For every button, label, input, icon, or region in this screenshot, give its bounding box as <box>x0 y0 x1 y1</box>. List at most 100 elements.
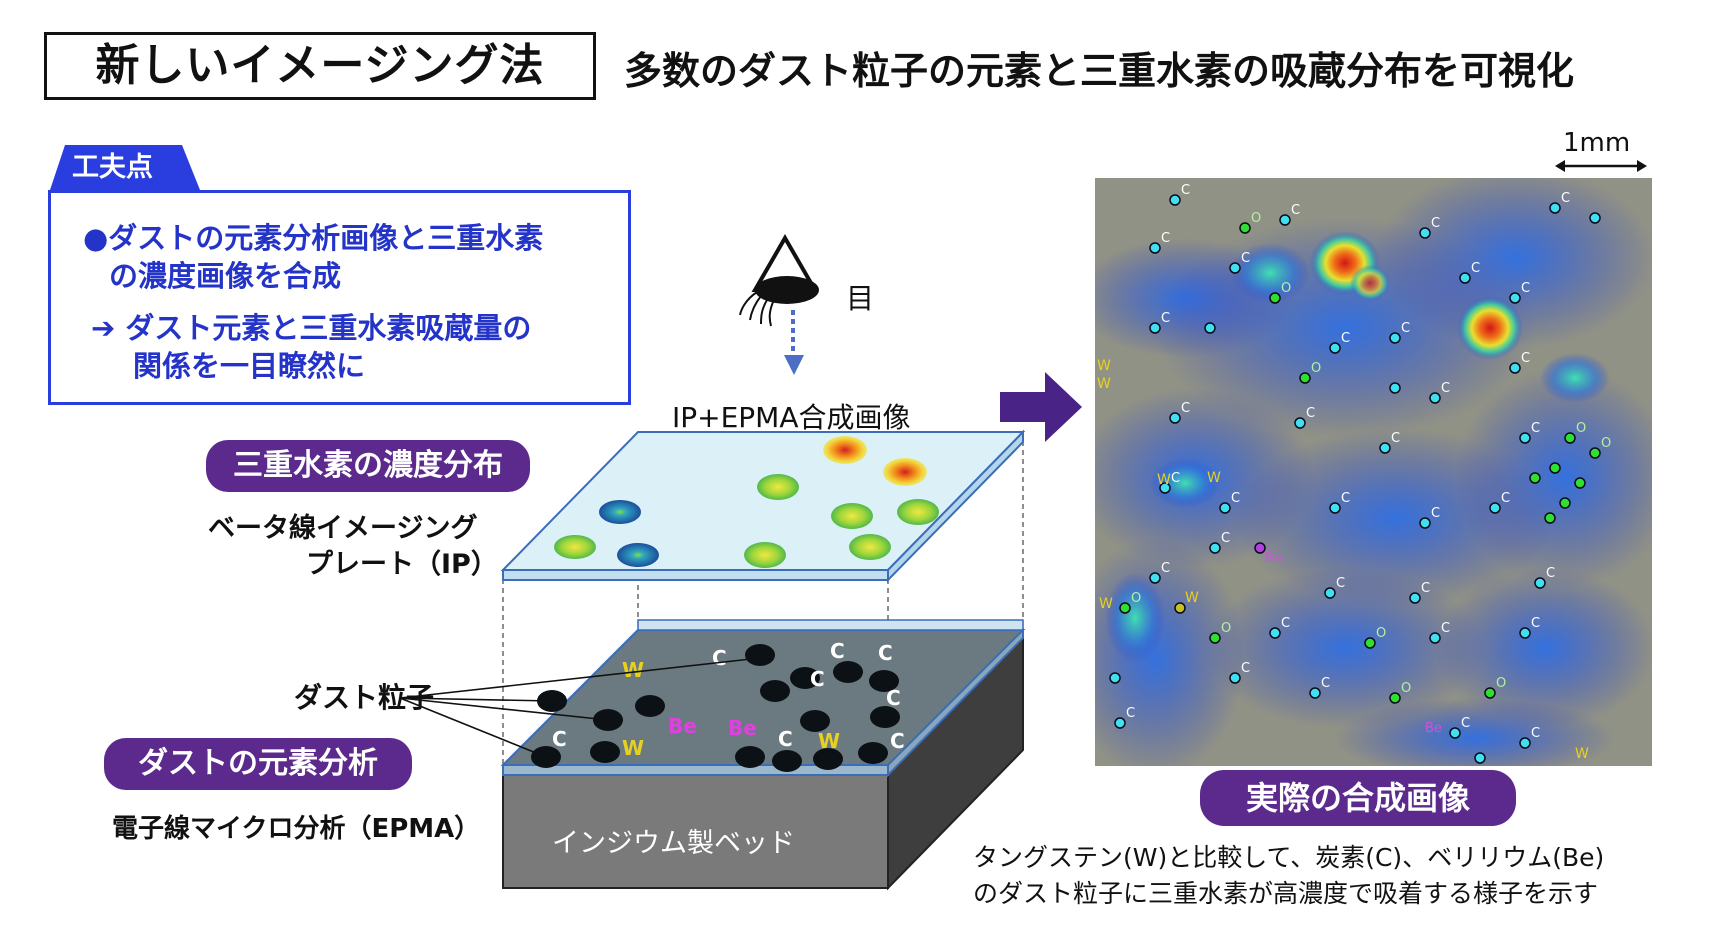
svg-text:C: C <box>1161 561 1170 576</box>
element-analysis-pill: ダストの元素分析 <box>104 738 412 790</box>
svg-text:C: C <box>1321 676 1330 691</box>
svg-text:C: C <box>1341 331 1350 346</box>
element-tag-c: C <box>712 646 727 670</box>
kufu-bullet2-line1: ➔ ダスト元素と三重水素吸蔵量の <box>91 305 531 347</box>
svg-text:C: C <box>1241 661 1250 676</box>
svg-text:O: O <box>1376 626 1386 641</box>
element-tag-c: C <box>886 686 901 710</box>
svg-text:O: O <box>1251 211 1261 226</box>
dust-particle <box>760 680 790 702</box>
ip-spot <box>744 542 786 568</box>
svg-text:C: C <box>1531 616 1540 631</box>
page-title: 新しいイメージング法 <box>44 32 596 100</box>
ip-spot <box>617 543 659 567</box>
element-tag-be: Be <box>728 716 757 740</box>
kufu-tab: 工夫点 <box>50 145 200 190</box>
scale-bar <box>1555 158 1647 174</box>
svg-text:C: C <box>1126 706 1135 721</box>
dust-particle <box>635 695 665 717</box>
svg-text:O: O <box>1576 421 1586 436</box>
result-caption-line1: タングステン(W)と比較して、炭素(C)、ベリリウム(Be) <box>973 838 1604 874</box>
element-tag-c: C <box>552 727 567 751</box>
ip-spot <box>554 535 596 559</box>
eye-arrow-head <box>784 355 804 377</box>
svg-text:O: O <box>1221 621 1231 636</box>
layered-diagram: W C C C C C Be Be C W C W C インジウム製ベッド <box>400 420 1040 900</box>
ip-spot <box>897 499 939 525</box>
svg-text:C: C <box>1341 491 1350 506</box>
svg-text:C: C <box>1441 381 1450 396</box>
svg-text:C: C <box>1431 506 1440 521</box>
kufu-bullet1-line2: の濃度画像を合成 <box>109 253 341 295</box>
svg-text:C: C <box>1181 401 1190 416</box>
ip-spot <box>599 500 641 524</box>
svg-text:C: C <box>1546 566 1555 581</box>
svg-text:W: W <box>1157 472 1171 488</box>
scale-label: 1mm <box>1563 128 1630 158</box>
svg-text:O: O <box>1601 436 1611 451</box>
svg-text:Be: Be <box>1425 721 1442 736</box>
kufu-bullet2-line2: 関係を一目瞭然に <box>133 343 365 385</box>
svg-text:C: C <box>1531 726 1540 741</box>
svg-text:W: W <box>1575 746 1589 762</box>
svg-text:W: W <box>1185 590 1199 606</box>
dust-particle <box>735 746 765 768</box>
ip-spot <box>883 458 927 486</box>
element-tag-be: Be <box>668 714 697 738</box>
eye-icon <box>735 230 835 360</box>
dust-particle <box>772 750 802 772</box>
svg-text:O: O <box>1401 681 1411 696</box>
svg-text:C: C <box>1521 351 1530 366</box>
element-tag-c: C <box>778 727 793 751</box>
element-tag-w: W <box>622 658 644 682</box>
svg-text:C: C <box>1281 616 1290 631</box>
svg-text:C: C <box>1221 531 1230 546</box>
dust-particle <box>858 742 888 764</box>
svg-text:O: O <box>1281 281 1291 296</box>
element-tag-c: C <box>810 667 825 691</box>
ip-spot <box>823 436 867 464</box>
element-tag-w: W <box>622 736 644 760</box>
svg-text:C: C <box>1181 183 1190 198</box>
svg-text:C: C <box>1171 471 1180 486</box>
dust-particle <box>745 644 775 666</box>
svg-text:C: C <box>1241 251 1250 266</box>
svg-text:C: C <box>1336 576 1345 591</box>
svg-text:C: C <box>1521 281 1530 296</box>
svg-text:C: C <box>1441 621 1450 636</box>
svg-text:W: W <box>1207 470 1221 486</box>
dust-particle <box>833 661 863 683</box>
svg-text:C: C <box>1401 321 1410 336</box>
svg-text:C: C <box>1161 231 1170 246</box>
svg-text:W: W <box>1099 596 1113 612</box>
ip-spot <box>831 503 873 529</box>
element-tag-c: C <box>830 639 845 663</box>
svg-text:O: O <box>1496 676 1506 691</box>
svg-text:C: C <box>1391 431 1400 446</box>
element-tag-c: C <box>878 641 893 665</box>
kufu-box: ●ダストの元素分析画像と三重水素 の濃度画像を合成 ➔ ダスト元素と三重水素吸蔵… <box>48 190 631 405</box>
svg-text:W: W <box>1097 358 1111 374</box>
svg-text:C: C <box>1461 716 1470 731</box>
svg-text:C: C <box>1561 191 1570 206</box>
svg-text:C: C <box>1161 311 1170 326</box>
eye-label: 目 <box>846 277 874 317</box>
svg-text:C: C <box>1471 261 1480 276</box>
kufu-bullet1-line1: ●ダストの元素分析画像と三重水素 <box>83 215 543 257</box>
svg-text:O: O <box>1311 361 1321 376</box>
result-caption-line2: のダスト粒子に三重水素が高濃度で吸着する様子を示す <box>973 874 1598 910</box>
svg-text:C: C <box>1306 406 1315 421</box>
svg-text:C: C <box>1291 203 1300 218</box>
svg-text:C: C <box>1231 491 1240 506</box>
ip-spot <box>849 534 891 560</box>
svg-text:C: C <box>1421 581 1430 596</box>
dust-particle <box>590 741 620 763</box>
svg-text:W: W <box>1097 376 1111 392</box>
svg-text:C: C <box>1431 216 1440 231</box>
element-tag-c: C <box>890 729 905 753</box>
page-subtitle: 多数のダスト粒子の元素と三重水素の吸蔵分布を可視化 <box>624 40 1574 95</box>
svg-text:Be: Be <box>1265 551 1282 566</box>
svg-text:O: O <box>1131 591 1141 606</box>
svg-text:C: C <box>1531 421 1540 436</box>
